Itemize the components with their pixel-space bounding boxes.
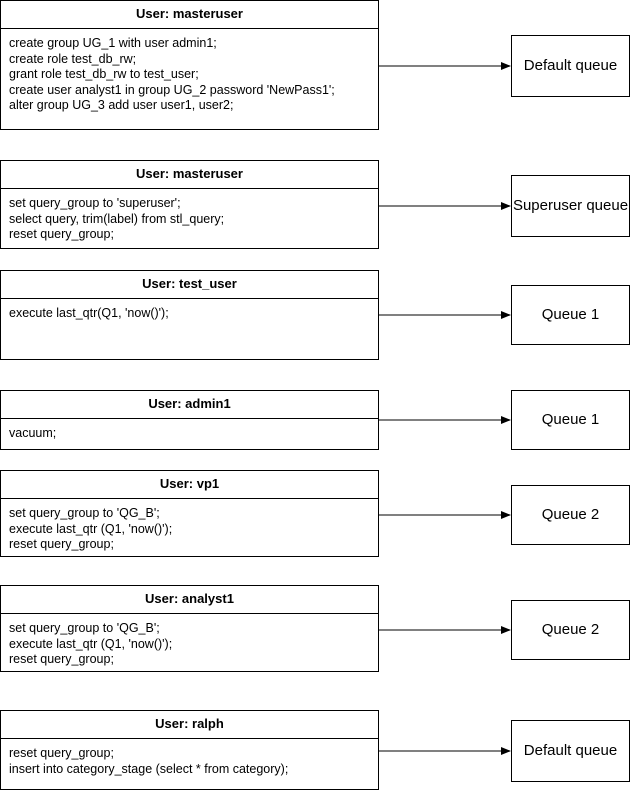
user-label: User: ralph	[1, 711, 378, 739]
query-line: execute last_qtr (Q1, 'now()');	[9, 521, 173, 536]
query-list: create group UG_1 with user admin1;creat…	[1, 29, 378, 114]
query-line: reset query_group;	[9, 746, 114, 760]
user-label: User: analyst1	[1, 586, 378, 614]
query-line: execute last_qtr(Q1, 'now()');	[9, 306, 169, 320]
query-line: set query_group to 'superuser';	[9, 196, 181, 210]
query-line: execute last_qtr (Q1, 'now()');	[9, 636, 173, 651]
query-line: create user analyst1 in group UG_2 passw…	[9, 82, 335, 97]
user-label: User: vp1	[1, 471, 378, 499]
queue-box: Queue 1	[511, 285, 630, 345]
user-label: User: test_user	[1, 271, 378, 299]
query-line: reset query_group;	[9, 227, 114, 241]
queue-box: Superuser queue	[511, 175, 630, 237]
query-line: set query_group to 'QG_B';	[9, 621, 160, 635]
query-list: set query_group to 'superuser';select qu…	[1, 189, 378, 243]
user-label: User: masteruser	[1, 1, 378, 29]
user-query-box: User: admin1 vacuum;	[0, 390, 379, 450]
query-list: set query_group to 'QG_B';execute last_q…	[1, 499, 378, 553]
query-line: reset query_group;	[9, 537, 114, 551]
user-label: User: masteruser	[1, 161, 378, 189]
query-list: vacuum;	[1, 419, 378, 442]
query-line: alter group UG_3 add user user1, user2;	[9, 98, 234, 112]
query-line: select query, trim(label) from stl_query…	[9, 211, 225, 226]
queue-box: Queue 2	[511, 600, 630, 660]
queue-box: Default queue	[511, 720, 630, 782]
query-list: execute last_qtr(Q1, 'now()');	[1, 299, 378, 322]
query-line: grant role test_db_rw to test_user;	[9, 67, 199, 81]
user-label: User: admin1	[1, 391, 378, 419]
query-line: create role test_db_rw;	[9, 51, 137, 66]
query-line: insert into category_stage (select * fro…	[9, 761, 289, 776]
query-line: reset query_group;	[9, 652, 114, 666]
query-list: reset query_group;insert into category_s…	[1, 739, 378, 777]
queue-box: Queue 2	[511, 485, 630, 545]
queue-box: Default queue	[511, 35, 630, 97]
queue-box: Queue 1	[511, 390, 630, 450]
query-line: vacuum;	[9, 426, 57, 440]
query-line: create group UG_1 with user admin1;	[9, 36, 217, 50]
query-line: set query_group to 'QG_B';	[9, 506, 160, 520]
query-list: set query_group to 'QG_B';execute last_q…	[1, 614, 378, 668]
